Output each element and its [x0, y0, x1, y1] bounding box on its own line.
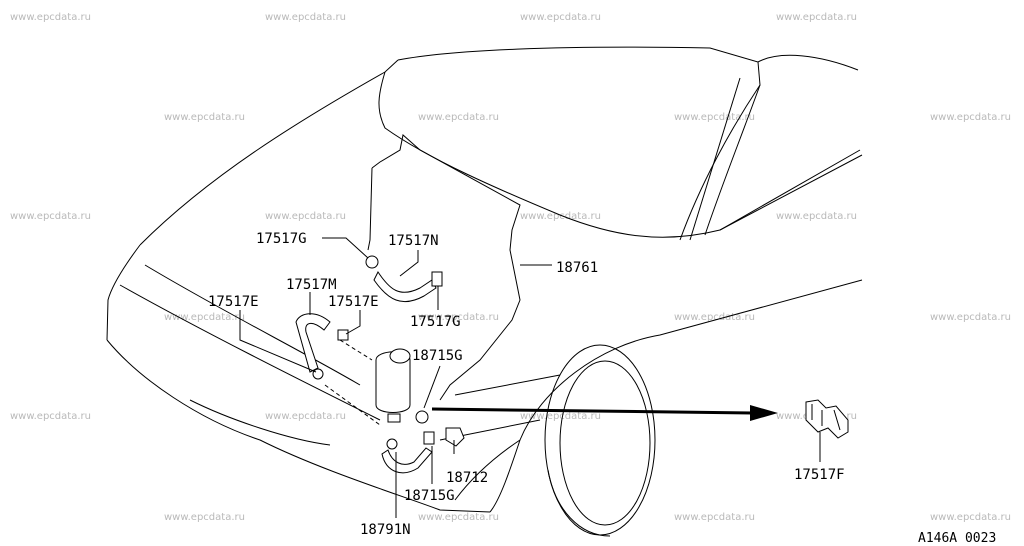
label-17517N: 17517N	[388, 233, 439, 249]
label-17517E-mid: 17517E	[328, 294, 379, 310]
label-17517M: 17517M	[286, 277, 337, 293]
label-18761: 18761	[556, 260, 598, 276]
label-17517F: 17517F	[794, 467, 845, 483]
watermark-text: www.epcdata.ru	[930, 112, 1011, 123]
watermark-text: www.epcdata.ru	[164, 312, 245, 323]
car-body	[106, 46, 863, 537]
label-18712: 18712	[446, 470, 488, 486]
leader-lines	[239, 237, 821, 518]
joint-18791N	[386, 438, 398, 450]
watermark-text: www.epcdata.ru	[674, 112, 755, 123]
watermark-text: www.epcdata.ru	[164, 112, 245, 123]
grommet	[312, 368, 324, 380]
clip-17517G-right	[431, 271, 443, 287]
watermark-text: www.epcdata.ru	[776, 12, 857, 23]
watermark-text: www.epcdata.ru	[418, 312, 499, 323]
watermark-text: www.epcdata.ru	[164, 512, 245, 523]
watermark-text: www.epcdata.ru	[930, 312, 1011, 323]
pump	[387, 413, 401, 423]
tank-cap	[389, 348, 411, 364]
hose-17517N	[373, 271, 437, 303]
watermark-text: www.epcdata.ru	[10, 411, 91, 422]
label-17517E-left: 17517E	[208, 294, 259, 310]
watermark-text: www.epcdata.ru	[265, 411, 346, 422]
label-18715G-bottom: 18715G	[404, 488, 455, 504]
label-18791N: 18791N	[360, 522, 411, 538]
label-18715G-top: 18715G	[412, 348, 463, 364]
watermark-text: www.epcdata.ru	[520, 411, 601, 422]
watermark-text: www.epcdata.ru	[520, 12, 601, 23]
watermark-text: www.epcdata.ru	[674, 312, 755, 323]
clip-17517G-top	[365, 255, 379, 269]
clip-17517E-mid	[337, 329, 349, 341]
nozzle-18712	[445, 427, 465, 447]
watermark-text: www.epcdata.ru	[418, 112, 499, 123]
clip-18715G-bottom	[423, 431, 435, 445]
detail-arrow	[431, 405, 778, 421]
watermark-text: www.epcdata.ru	[10, 211, 91, 222]
watermark-text: www.epcdata.ru	[265, 12, 346, 23]
hose-18791N	[381, 447, 433, 474]
watermark-text: www.epcdata.ru	[265, 211, 346, 222]
detail-17517F	[805, 399, 849, 460]
washer-tank	[375, 351, 411, 413]
watermark-text: www.epcdata.ru	[674, 512, 755, 523]
clip-18715G-top	[415, 410, 429, 424]
label-17517G-top: 17517G	[256, 231, 307, 247]
watermark-text: www.epcdata.ru	[10, 12, 91, 23]
watermark-text: www.epcdata.ru	[418, 512, 499, 523]
diagram-code: A146A 0023	[918, 531, 996, 546]
label-17517G-right: 17517G	[410, 314, 461, 330]
part-labels: 17517G 17517N 18761 17517M 17517E 17517E…	[208, 231, 845, 538]
hose-17517M	[295, 313, 331, 373]
watermark-text: www.epcdata.ru	[520, 211, 601, 222]
watermark-text: www.epcdata.ru	[930, 512, 1011, 523]
watermark-layer: www.epcdata.ru www.epcdata.ru www.epcdata.…	[10, 12, 1011, 523]
watermark-text: www.epcdata.ru	[776, 211, 857, 222]
